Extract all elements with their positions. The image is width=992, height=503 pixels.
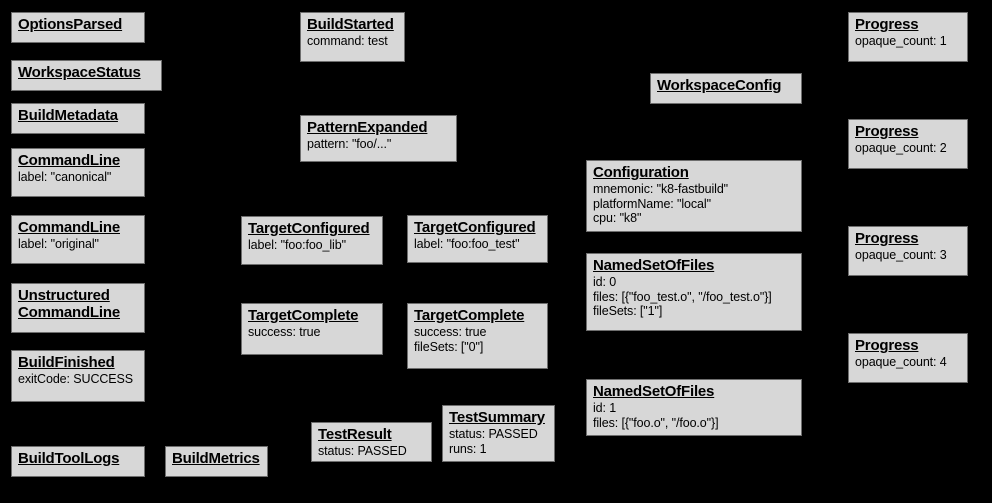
node-fields: opaque_count: 4 <box>855 355 947 369</box>
node-title: TestSummary <box>449 409 545 426</box>
node-title: WorkspaceStatus <box>18 64 141 81</box>
node-build-metrics[interactable]: BuildMetrics <box>165 446 268 477</box>
node-fields: success: true fileSets: ["0"] <box>414 325 487 354</box>
node-title: CommandLine <box>18 152 120 169</box>
node-title: Progress <box>855 337 919 354</box>
node-title: BuildToolLogs <box>18 450 120 467</box>
node-title: TargetComplete <box>414 307 525 324</box>
node-build-metadata[interactable]: BuildMetadata <box>11 103 145 134</box>
node-title: Progress <box>855 16 919 33</box>
node-workspace-config[interactable]: WorkspaceConfig <box>650 73 802 104</box>
node-title: BuildMetrics <box>172 450 260 467</box>
node-fields: mnemonic: "k8-fastbuild" platformName: "… <box>593 182 729 225</box>
node-fields: opaque_count: 2 <box>855 141 947 155</box>
node-fields: opaque_count: 3 <box>855 248 947 262</box>
node-title: BuildFinished <box>18 354 115 371</box>
node-title: TargetConfigured <box>414 219 536 236</box>
node-fields: label: "foo:foo_test" <box>414 237 520 251</box>
node-title: CommandLine <box>18 219 120 236</box>
node-fields: label: "original" <box>18 237 99 251</box>
node-title: WorkspaceConfig <box>657 77 782 94</box>
node-title: PatternExpanded <box>307 119 428 136</box>
node-fields: command: test <box>307 34 388 48</box>
node-fields: exitCode: SUCCESS <box>18 372 134 386</box>
node-fields: id: 0 files: [{"foo_test.o", "/foo_test.… <box>593 275 772 318</box>
node-fields: opaque_count: 1 <box>855 34 947 48</box>
node-title: Progress <box>855 230 919 247</box>
node-fields: id: 1 files: [{"foo.o", "/foo.o"}] <box>593 401 719 430</box>
node-title: NamedSetOfFiles <box>593 383 715 400</box>
node-fields: status: PASSED <box>318 444 407 458</box>
node-options-parsed[interactable]: OptionsParsed <box>11 12 145 43</box>
node-title: BuildMetadata <box>18 107 118 124</box>
node-build-tool-logs[interactable]: BuildToolLogs <box>11 446 145 477</box>
node-fields: label: "canonical" <box>18 170 112 184</box>
node-fields: label: "foo:foo_lib" <box>248 238 346 252</box>
node-title: Progress <box>855 123 919 140</box>
node-unstructured-command-line[interactable]: Unstructured CommandLine <box>11 283 145 333</box>
node-workspace-status[interactable]: WorkspaceStatus <box>11 60 162 91</box>
node-title: Unstructured CommandLine <box>18 287 120 321</box>
node-fields: status: PASSED runs: 1 <box>449 427 538 456</box>
node-title: TestResult <box>318 426 392 443</box>
node-title: Configuration <box>593 164 689 181</box>
node-title: TargetComplete <box>248 307 359 324</box>
node-title: NamedSetOfFiles <box>593 257 715 274</box>
node-fields: success: true <box>248 325 321 339</box>
node-title: OptionsParsed <box>18 16 123 33</box>
node-fields: pattern: "foo/..." <box>307 137 392 151</box>
node-title: TargetConfigured <box>248 220 370 237</box>
node-title: BuildStarted <box>307 16 394 33</box>
